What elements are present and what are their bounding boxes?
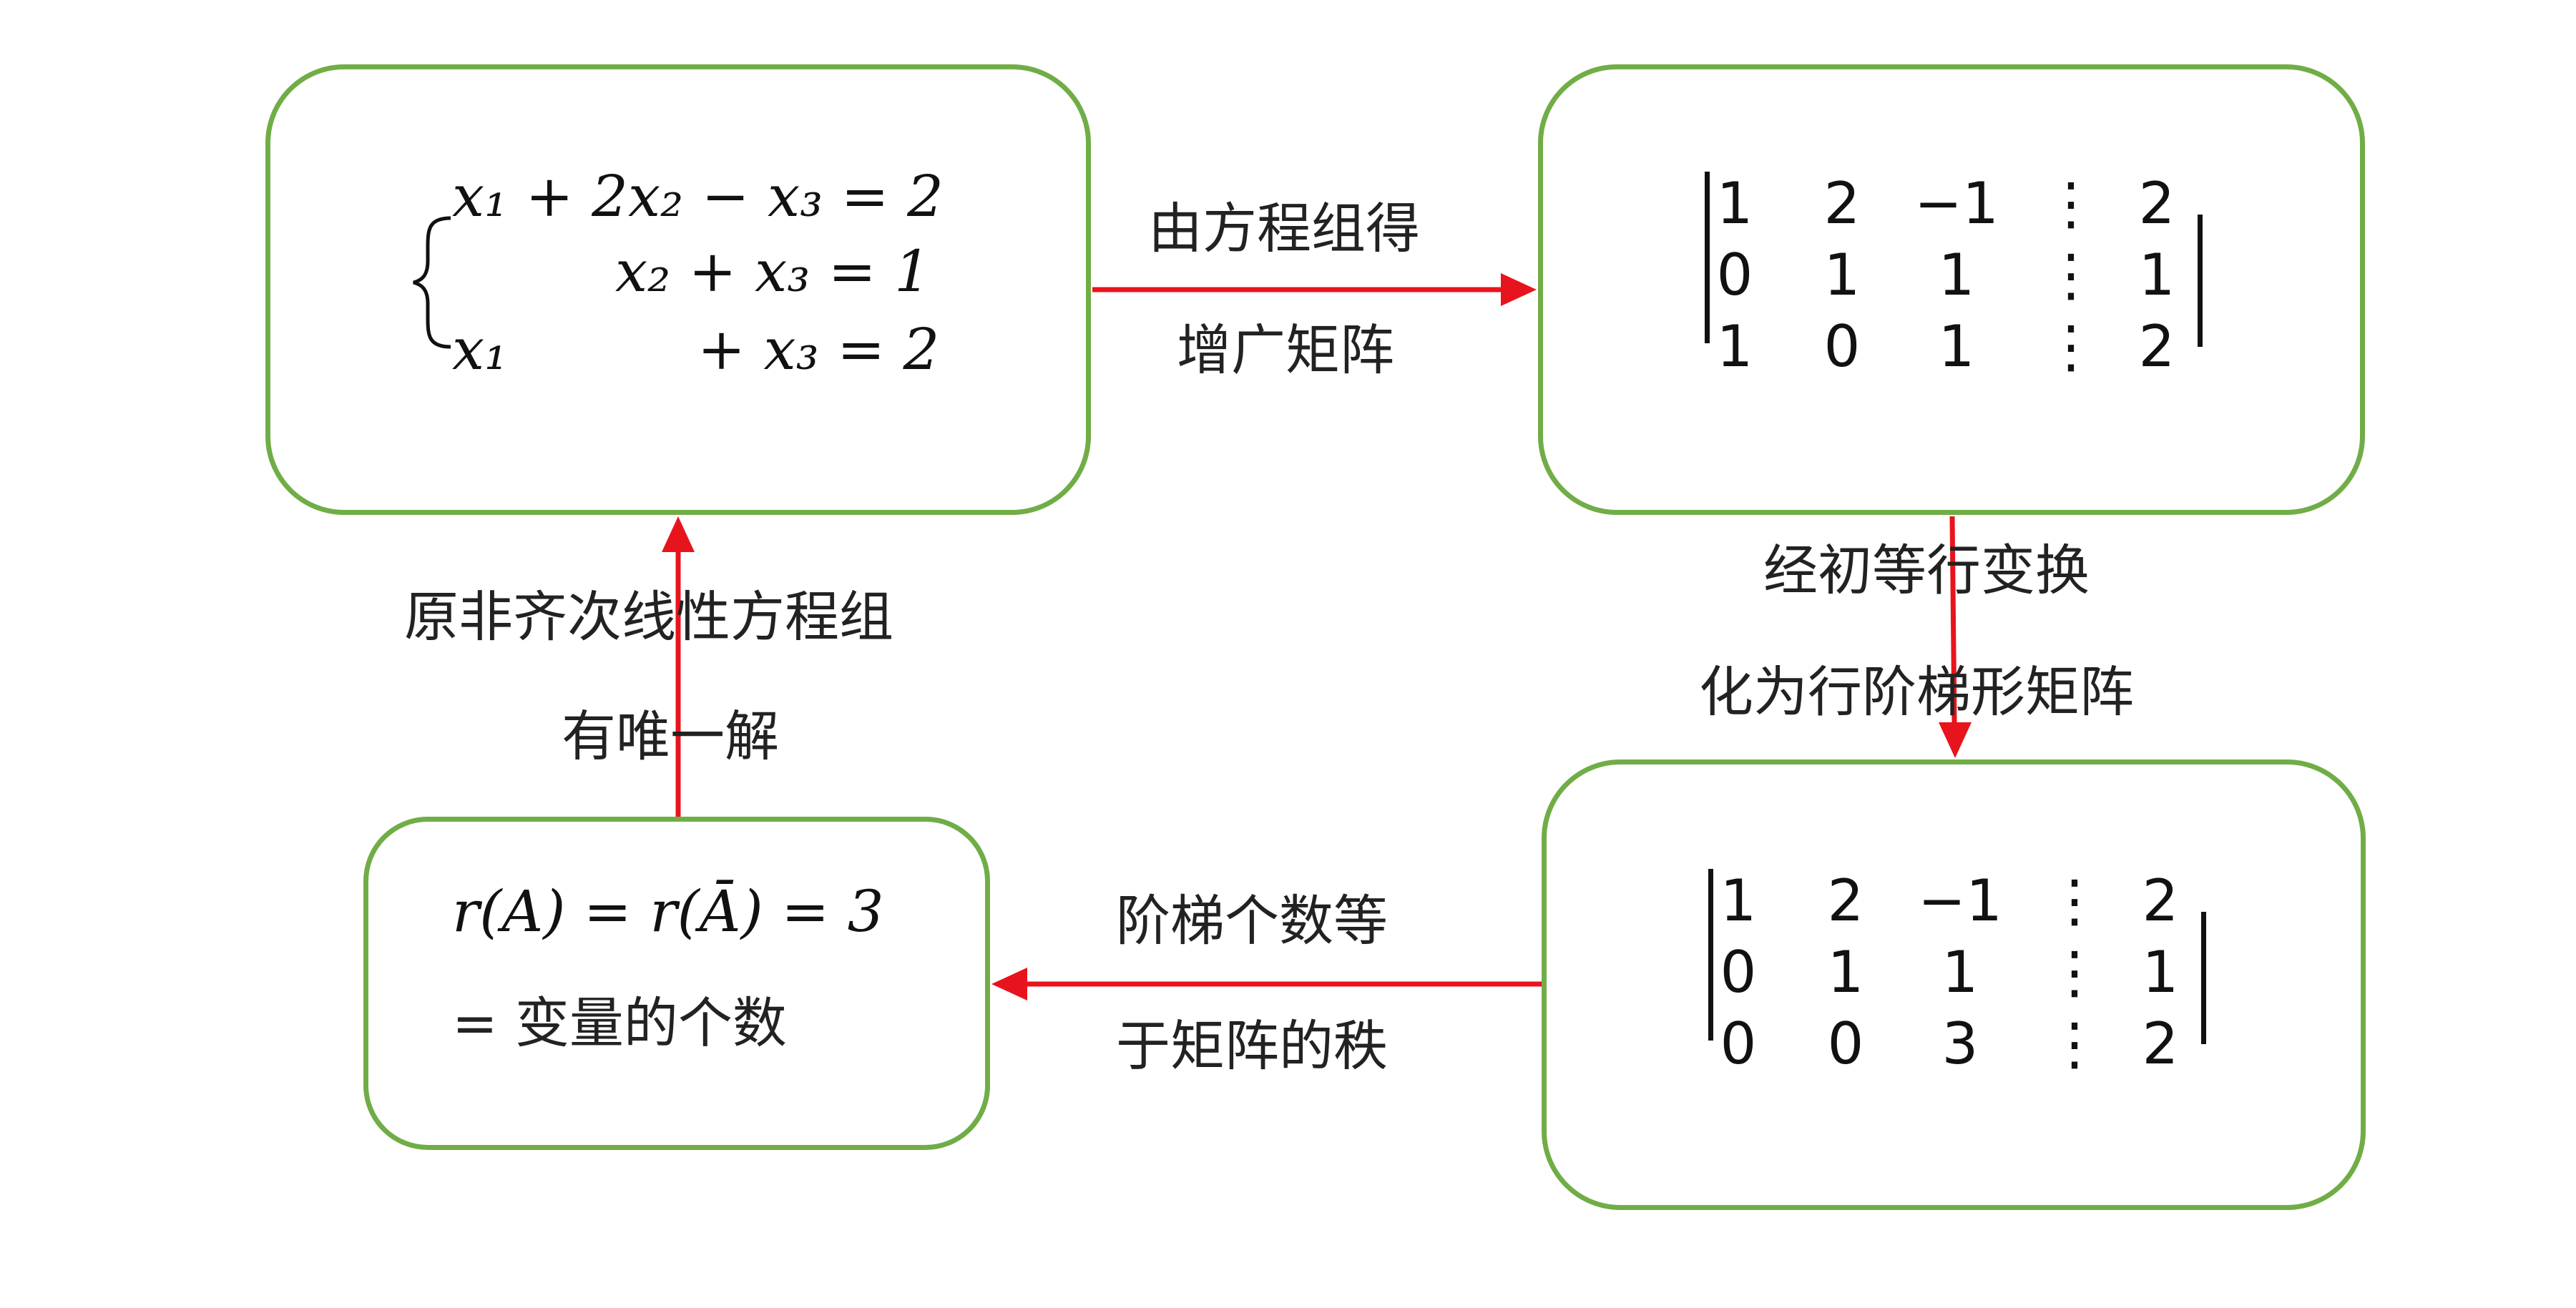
matrix-cell: 0 [1827,1010,1864,1077]
arrowhead-left-icon [991,968,1027,1000]
arrow-left-label-line1: 阶梯个数等 [1116,889,1388,953]
equation-3-left: x₁ [452,316,508,383]
arrow-up-label-line2: 有唯一解 [562,704,779,768]
equation-system-box [265,64,1091,515]
matrix-cell: 1 [1827,939,1864,1005]
matrix-cell: 1 [1938,242,1975,308]
arrowhead-up-icon [662,516,695,552]
augmented-matrix-box [1538,64,2365,515]
matrix-cell: 2 [2142,867,2179,934]
matrix-cell: 2 [2138,313,2175,380]
echelon-matrix-box [1542,759,2366,1210]
matrix-cell: −1 [1918,867,2002,934]
matrix-separator: ⋮ [2046,867,2103,934]
equation-3-right: + x₃ = 2 [697,316,940,383]
matrix-cell: 0 [1720,1010,1757,1077]
arrow-down-label-line2: 化为行阶梯形矩阵 [1699,660,2134,724]
matrix-cell: 2 [2142,1010,2179,1077]
arrow-augmented-to-echelon [1939,516,1972,758]
matrix-separator: ⋮ [2042,170,2100,237]
arrow-rank-to-system [662,516,695,817]
arrowhead-down-icon [1939,722,1972,758]
arrow-left-label-line2: 于矩阵的秩 [1116,1014,1388,1078]
equation-1: x₁ + 2x₂ − x₃ = 2 [452,163,944,230]
matrix-cell: 1 [1716,170,1753,237]
equation-2: x₂ + x₃ = 1 [615,238,931,305]
matrix-cell: 0 [1823,313,1861,380]
rank-condition-box [363,817,990,1150]
matrix-cell: −1 [1914,170,1999,237]
matrix-cell: 1 [2142,939,2179,1005]
matrix-cell: 1 [1716,313,1753,380]
rank-equation: r(A) = r(Ā) = 3 [452,878,884,945]
arrow-right-label-line1: 由方程组得 [1148,197,1420,260]
matrix-left-bar [1705,172,1710,343]
matrix-cell: 1 [2138,242,2175,308]
matrix-cell: 2 [1827,867,1864,934]
matrix-cell: 0 [1716,242,1753,308]
matrix-cell: 1 [1823,242,1861,308]
matrix-separator: ⋮ [2046,1010,2103,1077]
arrow-right-label-line2: 增广矩阵 [1177,318,1394,382]
matrix-separator: ⋮ [2042,313,2100,380]
matrix-right-bar [2201,912,2206,1044]
arrow-system-to-augmented [1092,273,1537,306]
arrow-echelon-to-rank [991,968,1542,1000]
rank-equals-variables: = 变量的个数 [452,991,787,1055]
matrix-cell: 0 [1720,939,1757,1005]
matrix-cell: 1 [1938,313,1975,380]
arrowhead-right-icon [1501,273,1537,306]
matrix-separator: ⋮ [2046,939,2103,1005]
matrix-cell: 3 [1941,1010,1979,1077]
arrow-up-label-line1: 原非齐次线性方程组 [404,585,893,649]
matrix-cell: 2 [2138,170,2175,237]
matrix-left-bar [1708,869,1713,1041]
matrix-cell: 2 [1823,170,1861,237]
arrow-down-label-line1: 经初等行变换 [1763,539,2090,602]
matrix-separator: ⋮ [2042,242,2100,308]
matrix-cell: 1 [1941,939,1979,1005]
matrix-right-bar [2198,215,2203,347]
matrix-cell: 1 [1720,867,1757,934]
